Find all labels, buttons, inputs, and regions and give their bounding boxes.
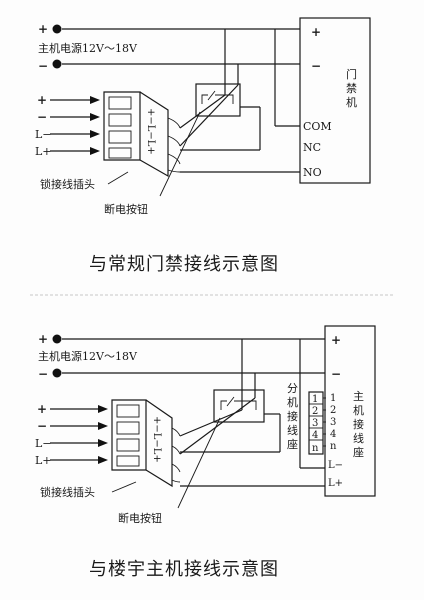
top-box-title-3: 机 (346, 95, 357, 109)
bottom-box-title-4: 线 (353, 431, 364, 445)
bottom-host-pin-3: 3 (330, 417, 336, 428)
bottom-arrow-head-3 (98, 439, 108, 447)
bottom-power-plus-terminal (52, 334, 62, 344)
top-power-label: 主机电源12V～18V (38, 41, 138, 55)
top-arrow-head-3 (90, 130, 100, 138)
bottom-box-title-1: 主 (353, 390, 364, 403)
bottom-button-switch (226, 396, 235, 407)
top-box-nc: NC (303, 141, 321, 154)
top-box-com: COM (303, 120, 332, 133)
top-plug-leader (107, 171, 129, 185)
bottom-sub-title-3: 接 (287, 410, 298, 423)
bottom-host-pin-1: 1 (330, 393, 336, 404)
bottom-power-minus-sign: − (38, 367, 48, 381)
top-power-minus-sign: − (38, 59, 48, 73)
bottom-input-lminus: L− (35, 437, 52, 450)
bottom-input-plus: + (37, 402, 47, 416)
bottom-sub-pin-2: 2 (312, 406, 318, 417)
bottom-button-contact (220, 400, 257, 410)
bottom-plug-leader (111, 481, 137, 493)
top-power-minus-terminal (52, 59, 62, 69)
top-lock-plug: +−L−L+ (103, 84, 239, 178)
bottom-host-pin-4: 4 (330, 429, 336, 440)
bottom-lock-plug: +−L−L+ (111, 397, 256, 488)
top-box-no: NO (303, 166, 322, 179)
bottom-plug-label: 锁接线插头 (40, 485, 95, 499)
bottom-box-plus: + (331, 333, 341, 347)
bottom-box-title-5: 座 (353, 445, 364, 459)
bottom-diagram-title: 与楼宇主机接线示意图 (89, 559, 279, 580)
top-button-contact (201, 94, 234, 104)
top-access-controller-box (299, 17, 371, 184)
top-box-minus: − (311, 59, 321, 73)
bottom-input-lplus: L+ (35, 454, 52, 467)
top-arrow-head-1 (90, 96, 100, 104)
bottom-host-terminal-box (324, 325, 376, 497)
bottom-button-label: 断电按钮 (118, 511, 162, 525)
bottom-box-title-2: 机 (353, 403, 364, 417)
bottom-power-plus-sign: + (38, 332, 48, 346)
bottom-arrow-head-2 (98, 422, 108, 430)
bottom-button-box (213, 389, 265, 423)
bottom-sub-title-5: 座 (287, 437, 298, 451)
bottom-sub-title-1: 分 (287, 382, 298, 395)
bottom-arrow-head-1 (98, 405, 108, 413)
bottom-host-pin-lplus: L+ (328, 478, 343, 489)
top-input-lminus: L− (35, 128, 52, 141)
bottom-sub-pin-4: 4 (312, 430, 318, 441)
bottom-sub-pin-3: 3 (312, 418, 318, 429)
top-power-plus-sign: + (38, 22, 48, 36)
bottom-sub-terminal-block (308, 391, 324, 455)
bottom-sub-title-2: 机 (287, 395, 298, 409)
bottom-input-minus: − (37, 419, 47, 433)
top-diagram-title: 与常规门禁接线示意图 (89, 254, 279, 275)
top-box-title-1: 门 (346, 67, 357, 81)
bottom-box-minus: − (331, 367, 341, 381)
bottom-power-minus-terminal (52, 368, 62, 378)
top-arrow-head-2 (90, 113, 100, 121)
bottom-plug-marks: +−L−L+ (151, 416, 162, 463)
top-box-plus: + (311, 25, 321, 39)
bottom-button-leader (177, 417, 221, 509)
bottom-host-pin-n: n (330, 441, 337, 452)
bottom-host-pin-2: 2 (330, 405, 336, 416)
top-plug-marks: +−L−L+ (145, 108, 156, 155)
top-input-minus: − (37, 110, 47, 124)
bottom-diagram: + 主机电源12V～18V − + − 主 机 接 线 座 1 2 3 4 n … (35, 325, 376, 580)
top-power-plus-terminal (52, 24, 62, 34)
top-button-leader (159, 111, 201, 197)
top-box-title-2: 禁 (346, 82, 357, 95)
bottom-box-title-3: 接 (353, 418, 364, 431)
top-button-label: 断电按钮 (104, 202, 148, 216)
top-arrow-head-4 (90, 147, 100, 155)
top-plug-label: 锁接线插头 (40, 177, 95, 191)
bottom-arrow-head-4 (98, 456, 108, 464)
bottom-power-label: 主机电源12V～18V (38, 349, 138, 363)
bottom-host-pin-lminus: L− (328, 460, 343, 471)
top-input-lplus: L+ (35, 145, 52, 158)
top-diagram: + 主机电源12V～18V − + − 门 禁 机 COM NC NO + (35, 17, 371, 275)
bottom-sub-pin-1: 1 (312, 394, 318, 405)
bottom-sub-pin-n: n (312, 443, 319, 454)
top-button-switch (207, 90, 216, 101)
bottom-sub-title-4: 线 (287, 423, 298, 437)
top-input-plus: + (37, 93, 47, 107)
top-button-box (195, 83, 241, 117)
